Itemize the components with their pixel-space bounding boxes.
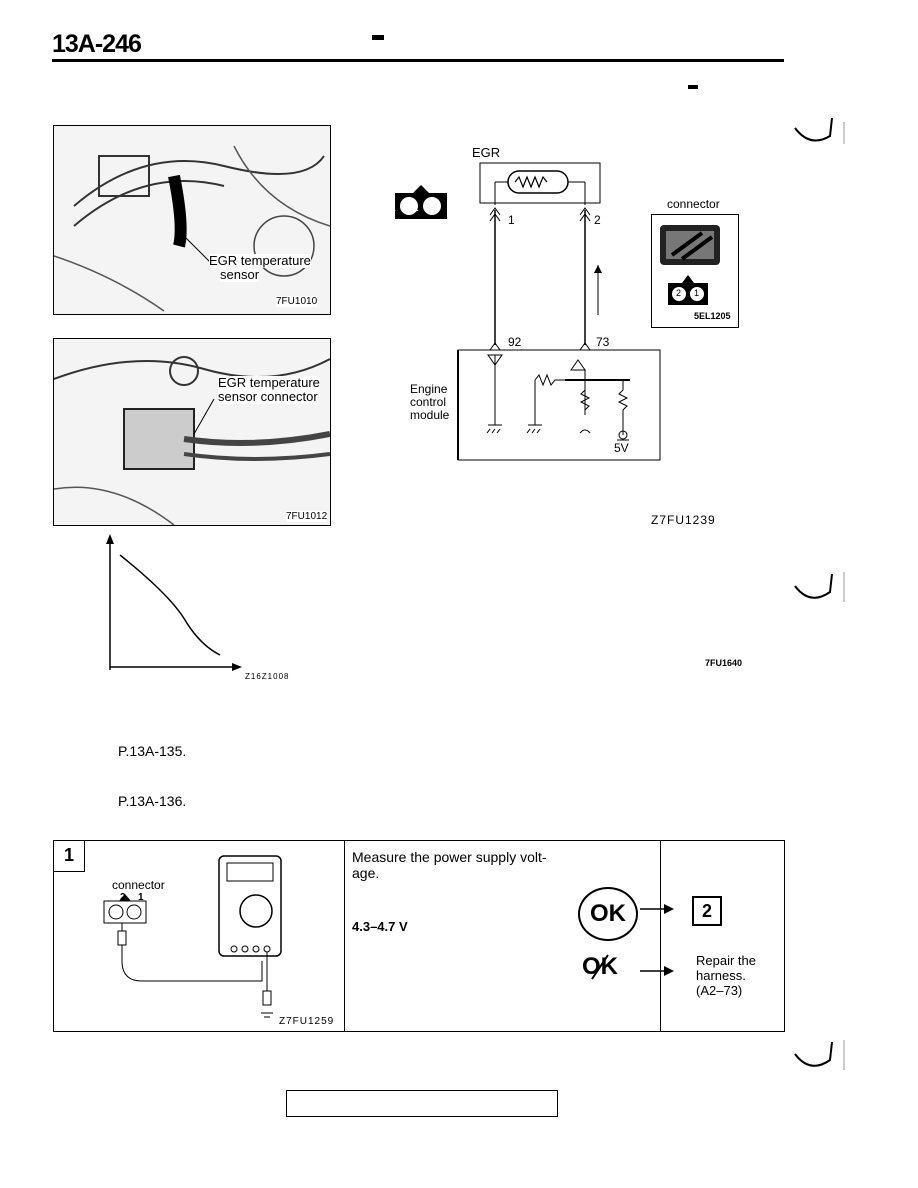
repair-text-3: (A2–73)	[696, 983, 743, 998]
wiring-code: Z7FU1239	[651, 513, 716, 527]
ng-strike-icon	[591, 954, 609, 980]
multimeter-figure	[103, 855, 282, 1018]
pin-2-label: 2	[594, 213, 601, 227]
ecm-label-1: Engine	[410, 382, 448, 396]
step-number: 1	[54, 841, 85, 872]
pin-73-label: 73	[596, 335, 610, 349]
reference-1: P.13A-135.	[118, 743, 187, 759]
ecm-label-3: module	[410, 408, 450, 422]
ng-arrow-icon	[640, 966, 674, 976]
ok-badge: OK	[578, 887, 638, 941]
header-rule	[52, 59, 784, 62]
step-figure-code: Z7FU1259	[279, 1016, 335, 1027]
binding-ring-top	[794, 118, 845, 144]
photo1-code: 7FU1010	[276, 296, 318, 307]
repair-text-1: Repair the	[696, 953, 756, 968]
reference-2: P.13A-136.	[118, 793, 187, 809]
step-1-table: 1 connector 2 1 Z7FU1259 Measure the pow…	[53, 840, 785, 1032]
connector-icon-pin-b: 2	[413, 203, 419, 214]
step-instruction-1: Measure the power supply volt-	[352, 849, 547, 865]
footer-box	[286, 1090, 558, 1117]
spec-value: 4.3–4.7 V	[352, 919, 408, 934]
inset-pin-b: 1	[694, 288, 700, 298]
egr-connector-label-1: EGR temperature	[218, 375, 320, 390]
engine-sketch-1	[54, 145, 330, 312]
inset-pin-a: 2	[676, 288, 682, 298]
header-dash	[372, 35, 384, 40]
graph-code: Z16Z1008	[245, 672, 290, 681]
egr-sensor-label-2: sensor	[220, 267, 260, 282]
pin-1-label: 1	[508, 213, 515, 227]
repair-text-2: harness.	[696, 968, 746, 983]
connector-code: 5EL1205	[694, 311, 731, 321]
wiring-diagram	[395, 162, 661, 461]
side-code: 7FU1640	[705, 658, 743, 668]
step-pin-b: 1	[138, 892, 144, 903]
next-step-box[interactable]: 2	[692, 896, 722, 926]
subheader-dash	[688, 85, 698, 89]
connector-inset: 2 1 5EL1205	[651, 214, 739, 328]
ecm-label-2: control	[410, 395, 447, 409]
photo2-code: 7FU1012	[286, 511, 328, 522]
egr-sensor-label-1: EGR temperature	[209, 253, 311, 268]
binding-ring-bottom	[794, 1040, 845, 1070]
connector-label: connector	[667, 197, 720, 211]
ok-arrow-icon	[640, 904, 674, 914]
step-instruction-2: age.	[352, 865, 380, 881]
engine-sketch-2	[54, 356, 330, 525]
egr-sensor-photo: EGR temperature sensor 7FU1010	[53, 125, 331, 315]
connector-icon-pin-a: 1	[390, 203, 396, 214]
pin-92-label: 92	[508, 335, 522, 349]
voltage-5v-label: 5V	[614, 441, 629, 455]
egr-sensor-title: EGR	[472, 145, 501, 160]
page-number: 13A-246	[52, 30, 142, 58]
step-connector-label: connector	[112, 878, 165, 892]
resistance-graph	[106, 534, 242, 671]
step-pin-a: 2	[120, 892, 126, 903]
egr-connector-label-2: sensor connector	[218, 389, 318, 404]
egr-connector-photo: EGR temperature sensor connector 7FU1012	[53, 338, 331, 526]
binding-ring-middle	[794, 572, 845, 602]
connector-sketch	[660, 225, 720, 305]
